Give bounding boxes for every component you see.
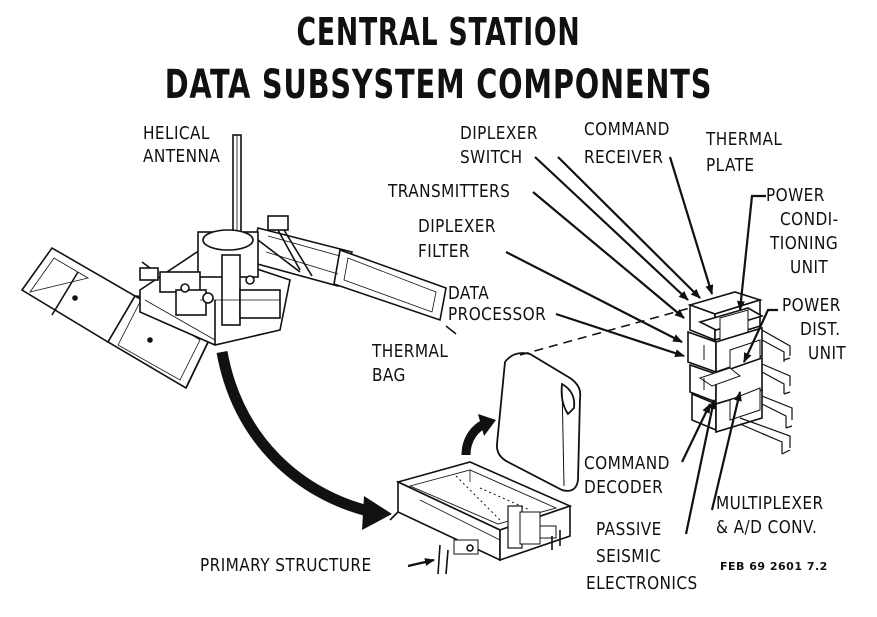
label-command-receiver-1: COMMAND — [584, 119, 670, 140]
assembly-arrow — [216, 351, 374, 518]
assembly-arrowhead — [362, 496, 392, 530]
primary-structure-shape — [389, 461, 573, 575]
leader-lines — [407, 156, 778, 568]
label-command-receiver-2: RECEIVER — [584, 147, 664, 168]
reference-code: FEB 69 2601 7.2 — [720, 560, 828, 573]
label-transmitters: TRANSMITTERS — [388, 181, 511, 202]
label-data-processor-2: PROCESSOR — [448, 304, 547, 325]
label-primary-structure: PRIMARY STRUCTURE — [200, 555, 372, 576]
label-thermal-bag-1: THERMAL — [372, 341, 449, 362]
label-multiplexer-1: MULTIPLEXER — [716, 493, 824, 514]
title-line-1: CENTRAL STATION — [296, 10, 581, 54]
bag-arrowhead — [478, 414, 496, 436]
label-thermal-plate-1: THERMAL — [706, 129, 783, 150]
central-station-illustration — [20, 134, 447, 390]
label-power-conditioning-2: CONDI- — [780, 209, 839, 230]
label-diplexer-switch-1: DIPLEXER — [460, 123, 538, 144]
component-stack — [687, 291, 793, 455]
label-helical-antenna-2: ANTENNA — [143, 146, 221, 167]
label-power-conditioning-3: TIONING — [770, 233, 839, 254]
bag-arrow — [461, 419, 487, 456]
label-power-conditioning-1: POWER — [766, 185, 825, 206]
label-diplexer-filter-1: DIPLEXER — [418, 216, 496, 237]
label-passive-seismic-1: PASSIVE — [596, 519, 662, 540]
label-passive-seismic-2: SEISMIC — [596, 546, 661, 567]
label-diplexer-filter-2: FILTER — [418, 241, 470, 262]
label-command-decoder-1: COMMAND — [584, 453, 670, 474]
thermal-bag-shape — [496, 352, 582, 492]
label-passive-seismic-3: ELECTRONICS — [586, 573, 698, 594]
label-power-dist-1: POWER — [782, 295, 841, 316]
label-helical-antenna-1: HELICAL — [143, 123, 210, 144]
label-command-decoder-2: DECODER — [584, 477, 664, 498]
label-thermal-bag-2: BAG — [372, 365, 406, 386]
spacecraft-body — [139, 215, 313, 346]
label-power-dist-3: UNIT — [808, 343, 847, 364]
title-line-2: DATA SUBSYSTEM COMPONENTS — [164, 62, 713, 108]
label-diplexer-switch-2: SWITCH — [460, 147, 523, 168]
label-power-conditioning-4: UNIT — [790, 257, 829, 278]
label-multiplexer-2: & A/D CONV. — [716, 517, 818, 538]
label-thermal-plate-2: PLATE — [706, 155, 755, 176]
label-data-processor-1: DATA — [448, 283, 490, 304]
label-power-dist-2: DIST. — [800, 319, 841, 340]
